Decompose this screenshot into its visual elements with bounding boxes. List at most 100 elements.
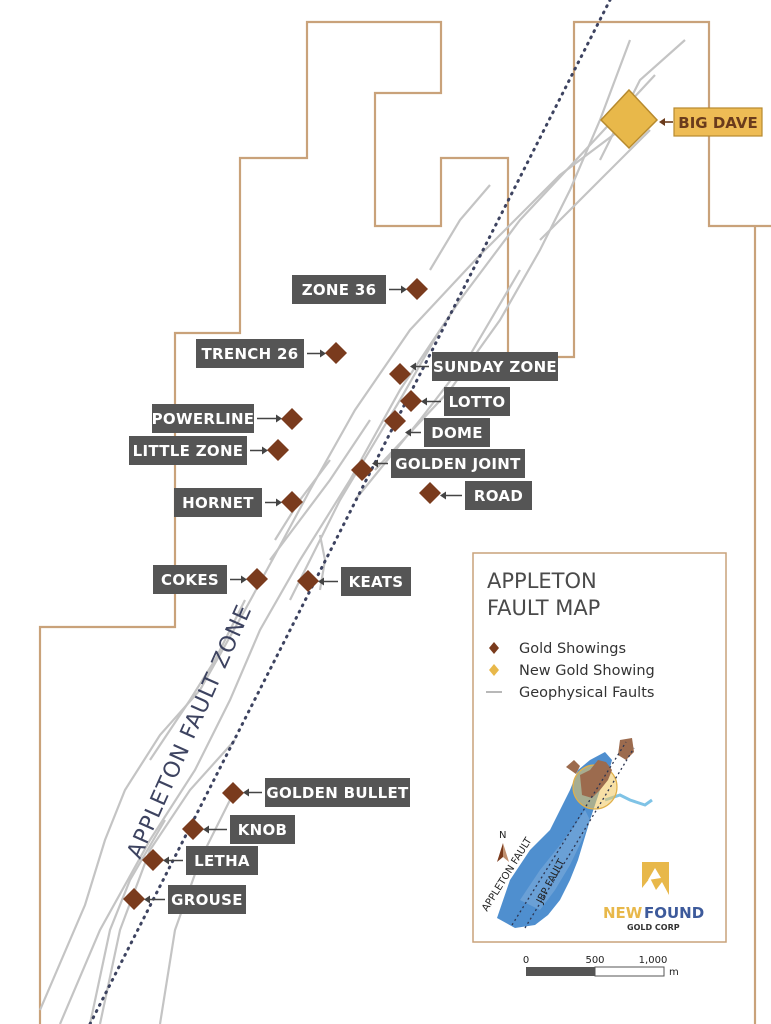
showing-label-box[interactable]	[292, 275, 386, 304]
claim-boundary	[38, 20, 771, 1024]
showing-label-box[interactable]	[168, 885, 246, 914]
showing-knob[interactable]: KNOB	[182, 815, 295, 844]
logo-mark-peak	[648, 868, 661, 880]
gold-showing-diamond[interactable]	[246, 568, 268, 590]
new-gold-showing-diamond[interactable]	[599, 88, 659, 150]
arrow-head-icon	[372, 459, 378, 468]
gold-showing-diamond[interactable]	[325, 342, 347, 364]
showing-label-box[interactable]	[152, 404, 254, 433]
inset-fault-2	[524, 747, 635, 929]
showing-golden-bullet[interactable]: GOLDEN BULLET	[222, 778, 410, 807]
arrow-head-icon	[276, 498, 282, 507]
showing-label: GOLDEN JOINT	[395, 455, 521, 473]
arrow-head-icon	[318, 577, 324, 586]
arrow-head-icon	[405, 428, 411, 437]
showing-label: HORNET	[182, 494, 254, 512]
arrow-head-icon	[241, 575, 247, 584]
showing-label: GOLDEN BULLET	[266, 784, 409, 802]
big-dave-label-box[interactable]	[673, 107, 763, 137]
legend: APPLETON FAULT MAP Gold Showings New Gol…	[472, 552, 727, 943]
showing-little-zone[interactable]: LITTLE ZONE	[129, 436, 289, 465]
gold-showing-diamond[interactable]	[142, 849, 164, 871]
gold-showings: ZONE 36 TRENCH 26 SUNDAY ZONE LOTTO POWERLIN…	[123, 275, 558, 914]
arrow-head-icon	[320, 349, 326, 358]
big-dave-label: BIG DAVE	[678, 114, 757, 132]
gold-showing-diamond[interactable]	[351, 459, 373, 481]
legend-item-new-gold-showing: New Gold Showing	[519, 663, 655, 679]
showing-label-box[interactable]	[174, 488, 262, 517]
showing-label-box[interactable]	[444, 387, 510, 416]
logo-new: NEW	[603, 904, 643, 922]
gold-showing-diamond[interactable]	[419, 482, 441, 504]
arrow-head-icon	[203, 825, 209, 834]
arrow-head-icon	[440, 491, 446, 500]
arrow-head-icon	[144, 895, 150, 904]
showing-golden-joint[interactable]: GOLDEN JOINT	[351, 449, 525, 481]
showing-sunday-zone[interactable]: SUNDAY ZONE	[389, 352, 558, 385]
inset-claim-area-2	[520, 810, 590, 910]
inset-claim-brown	[580, 760, 612, 798]
showing-label-box[interactable]	[341, 567, 411, 596]
showing-label-box[interactable]	[424, 418, 490, 447]
showing-label-box[interactable]	[465, 481, 532, 510]
arrow-head-icon	[243, 788, 249, 797]
gold-showing-diamond[interactable]	[400, 390, 422, 412]
arrow-head-icon	[421, 397, 427, 406]
legend-title-line2: FAULT MAP	[487, 596, 600, 620]
gold-showing-diamond[interactable]	[281, 491, 303, 513]
gold-showing-diamond[interactable]	[389, 363, 411, 385]
showing-label: KNOB	[238, 821, 288, 839]
arrow-head-icon	[262, 446, 268, 455]
gold-showing-diamond[interactable]	[406, 278, 428, 300]
inset-claim-brown-3	[566, 760, 580, 774]
showing-trench-26[interactable]: TRENCH 26	[196, 339, 347, 368]
legend-item-geophysical-faults: Geophysical Faults	[519, 685, 654, 701]
gold-showing-diamond[interactable]	[267, 439, 289, 461]
showing-label-box[interactable]	[196, 339, 304, 368]
arrow-head-icon	[163, 856, 169, 865]
showing-zone-36[interactable]: ZONE 36	[292, 275, 428, 304]
scale-bar: 0 500 1,000 m	[523, 955, 679, 978]
gold-showing-diamond[interactable]	[384, 410, 406, 432]
showing-label-box[interactable]	[129, 436, 247, 465]
arrow-head-icon	[659, 118, 665, 126]
showing-label: GROUSE	[171, 891, 243, 909]
gold-showing-diamond[interactable]	[297, 570, 319, 592]
showing-label: KEATS	[349, 573, 404, 591]
inset-fault-1	[511, 741, 627, 926]
showing-label: LETHA	[194, 852, 250, 870]
showing-label: POWERLINE	[152, 410, 255, 428]
logo-found: FOUND	[644, 904, 704, 922]
showing-hornet[interactable]: HORNET	[174, 488, 303, 517]
scale-bar-dark	[526, 967, 595, 976]
scale-bar-light	[594, 966, 665, 977]
showing-road[interactable]: ROAD	[419, 481, 532, 510]
showing-label: LOTTO	[449, 393, 506, 411]
scale-tick-500: 500	[585, 955, 604, 966]
showing-dome[interactable]: DOME	[384, 410, 490, 447]
north-label: N	[499, 830, 506, 841]
showing-label-box[interactable]	[186, 846, 258, 875]
scale-unit: m	[669, 967, 679, 978]
showing-label-box[interactable]	[230, 815, 295, 844]
gold-showing-diamond[interactable]	[182, 818, 204, 840]
showing-cokes[interactable]: COKES	[153, 565, 268, 594]
showing-label: LITTLE ZONE	[133, 442, 244, 460]
showing-grouse[interactable]: GROUSE	[123, 885, 246, 914]
showing-keats[interactable]: KEATS	[297, 567, 411, 596]
gold-showing-legend-icon	[489, 642, 499, 654]
showing-label: TRENCH 26	[202, 345, 299, 363]
gold-showing-diamond[interactable]	[123, 888, 145, 910]
showing-lotto[interactable]: LOTTO	[400, 387, 510, 416]
showing-label-box[interactable]	[153, 565, 227, 594]
newfound-logo: NEW FOUND GOLD CORP	[603, 862, 704, 932]
showing-letha[interactable]: LETHA	[142, 846, 258, 875]
big-dave-showing[interactable]: BIG DAVE	[599, 88, 763, 150]
showing-powerline[interactable]: POWERLINE	[152, 404, 303, 433]
showing-label-box[interactable]	[391, 449, 525, 478]
showing-label: SUNDAY ZONE	[433, 358, 557, 376]
showing-label-box[interactable]	[265, 778, 410, 807]
showing-label-box[interactable]	[432, 352, 558, 381]
gold-showing-diamond[interactable]	[281, 408, 303, 430]
gold-showing-diamond[interactable]	[222, 782, 244, 804]
